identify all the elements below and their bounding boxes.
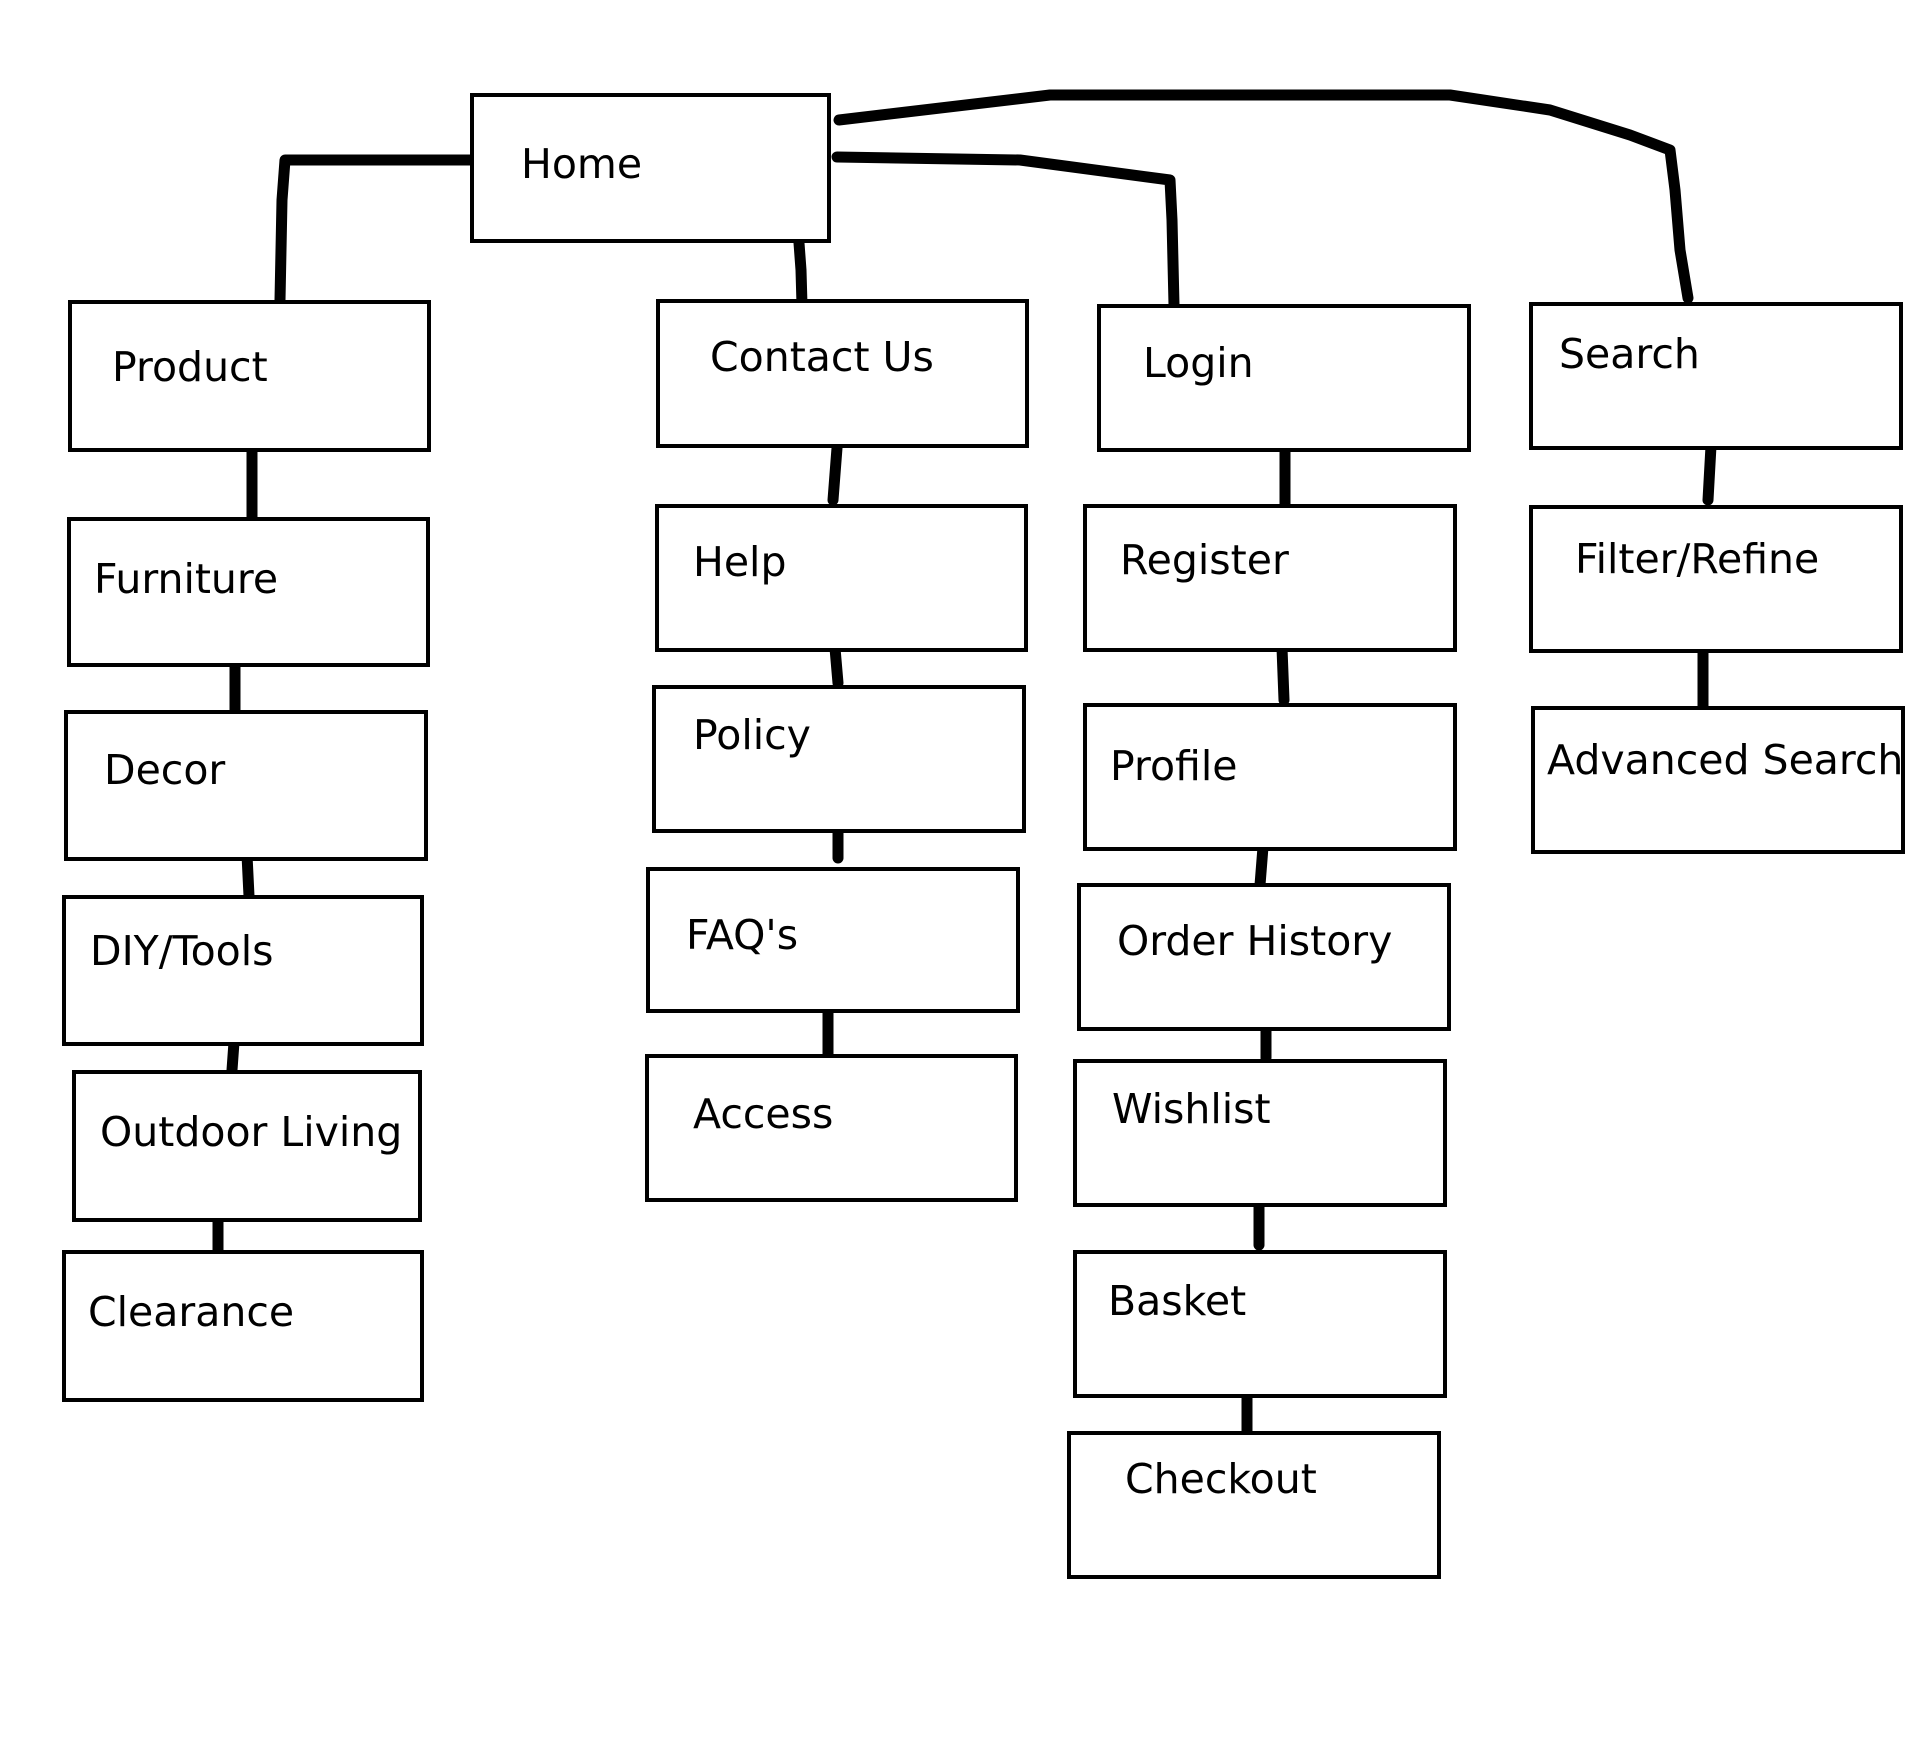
node-wishlist[interactable]: Wishlist (1073, 1059, 1447, 1207)
node-contact-us-label: Contact Us (710, 333, 934, 381)
link-decor-diytools (241, 849, 255, 902)
link-home-search (833, 89, 1694, 304)
node-register[interactable]: Register (1083, 504, 1457, 652)
node-policy[interactable]: Policy (652, 685, 1026, 833)
node-advanced-search-label: Advanced Search (1547, 736, 1904, 784)
node-faqs-label: FAQ's (686, 911, 799, 959)
node-home[interactable]: Home (470, 93, 831, 243)
node-search-label: Search (1559, 330, 1700, 378)
node-product-label: Product (112, 343, 268, 391)
node-furniture-label: Furniture (94, 555, 279, 603)
node-basket-label: Basket (1108, 1277, 1247, 1325)
node-help-label: Help (693, 538, 787, 586)
node-access-label: Access (693, 1090, 834, 1138)
link-home-login (831, 151, 1180, 311)
node-faqs[interactable]: FAQ's (646, 867, 1020, 1013)
node-access[interactable]: Access (645, 1054, 1018, 1202)
node-outdoor-living[interactable]: Outdoor Living (72, 1070, 422, 1222)
node-diytools[interactable]: DIY/Tools (62, 895, 424, 1046)
node-product[interactable]: Product (68, 300, 431, 452)
node-filter-refine-label: Filter/Refine (1575, 535, 1820, 583)
link-home-product (274, 154, 476, 306)
node-order-history-label: Order History (1117, 917, 1393, 965)
node-contact-us[interactable]: Contact Us (656, 299, 1029, 448)
node-decor-label: Decor (104, 746, 226, 794)
node-wishlist-label: Wishlist (1112, 1085, 1271, 1133)
node-clearance[interactable]: Clearance (62, 1250, 424, 1402)
node-search[interactable]: Search (1529, 302, 1903, 450)
node-policy-label: Policy (693, 711, 811, 759)
link-home-contact (793, 237, 808, 311)
node-filter-refine[interactable]: Filter/Refine (1529, 505, 1903, 653)
node-checkout-label: Checkout (1125, 1455, 1317, 1503)
node-help[interactable]: Help (655, 504, 1028, 652)
link-profile-orderhistory (1254, 841, 1269, 891)
node-clearance-label: Clearance (88, 1288, 295, 1336)
link-help-policy (829, 642, 844, 689)
node-register-label: Register (1120, 536, 1289, 584)
node-furniture[interactable]: Furniture (67, 517, 430, 667)
node-profile-label: Profile (1110, 742, 1238, 790)
node-order-history[interactable]: Order History (1077, 883, 1451, 1031)
node-checkout[interactable]: Checkout (1067, 1431, 1441, 1579)
node-login[interactable]: Login (1097, 304, 1471, 452)
link-register-profile (1276, 642, 1290, 706)
link-diytools-outdoor (226, 1036, 240, 1076)
node-outdoor-living-label: Outdoor Living (100, 1108, 403, 1156)
node-profile[interactable]: Profile (1083, 703, 1457, 851)
link-search-filter (1702, 440, 1717, 506)
node-home-label: Home (521, 140, 643, 188)
link-contact-help (827, 442, 843, 506)
node-diytools-label: DIY/Tools (90, 927, 274, 975)
node-decor[interactable]: Decor (64, 710, 428, 861)
node-login-label: Login (1143, 339, 1254, 387)
node-basket[interactable]: Basket (1073, 1250, 1447, 1398)
node-advanced-search[interactable]: Advanced Search (1531, 706, 1905, 854)
